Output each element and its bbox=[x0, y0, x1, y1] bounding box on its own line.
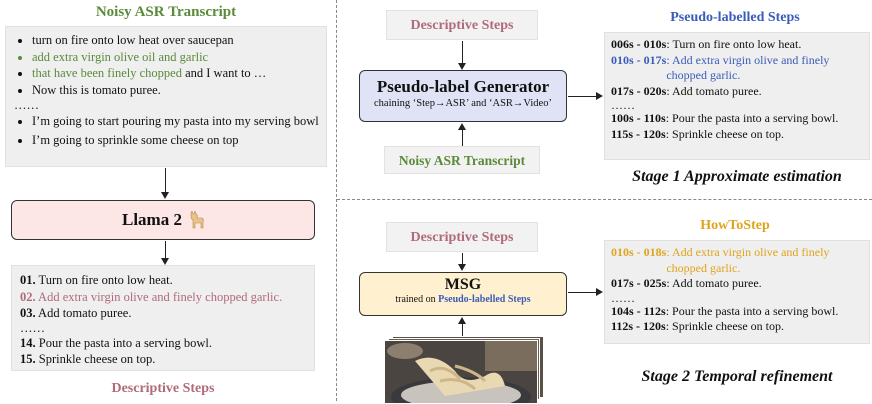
step-row: 01. Turn on fire onto low heat. bbox=[20, 273, 173, 287]
arrowhead bbox=[458, 63, 466, 70]
asr-list-tail: I’m going to start pouring my pasta into… bbox=[12, 113, 320, 148]
arrow-asr-to-generator bbox=[462, 126, 463, 146]
arrowhead bbox=[458, 317, 466, 324]
asr-item: I’m going to start pouring my pasta into… bbox=[32, 113, 320, 130]
arrowhead bbox=[458, 264, 466, 271]
step-ellipsis: …… bbox=[20, 320, 45, 335]
msg-subtitle: trained on Pseudo-labelled Steps bbox=[395, 294, 531, 305]
horizontal-divider bbox=[337, 199, 872, 200]
video-frame-image bbox=[384, 340, 538, 404]
asr-transcript-box: turn on fire onto low heat over saucepan… bbox=[5, 26, 327, 167]
arrowhead bbox=[458, 123, 466, 130]
stage2-caption: Stage 2 Temporal refinement bbox=[641, 368, 833, 385]
asr-list: turn on fire onto low heat over saucepan… bbox=[12, 32, 320, 98]
pseudo-row: 115s - 120s: Sprinkle cheese on top. bbox=[611, 126, 784, 141]
arrow-llama-to-steps bbox=[165, 241, 166, 261]
pseudo-row: 010s - 017s: Add extra virgin olive and … bbox=[611, 52, 830, 83]
stage1-asr-label: Noisy ASR Transcript bbox=[384, 146, 540, 174]
arrowhead bbox=[161, 192, 169, 199]
stage1-caption: Stage 1 Approximate estimation bbox=[632, 168, 842, 185]
howtostep-ellipsis: …… bbox=[611, 290, 635, 305]
step-row: 03. Add tomato puree. bbox=[20, 306, 132, 320]
arrowhead bbox=[161, 258, 169, 265]
howtostep-row: 112s - 120s: Sprinkle cheese on top. bbox=[611, 319, 784, 333]
descriptive-steps-box: 01. Turn on fire onto low heat. 02. Add … bbox=[11, 265, 315, 371]
pseudo-labelled-title: Pseudo-labelled Steps bbox=[670, 10, 800, 25]
llama-label: Llama 2 bbox=[122, 210, 182, 229]
asr-item: add extra virgin olive oil and garlic bbox=[32, 49, 320, 66]
howtostep-box: 010s - 018s: Add extra virgin olive and … bbox=[604, 240, 870, 344]
generator-subtitle: chaining ‘Step→ASR’ and ‘ASR→Video’ bbox=[374, 98, 552, 109]
arrow-asr-to-llama bbox=[165, 168, 166, 194]
howtostep-row: 017s - 025s: Add tomato puree. bbox=[611, 276, 762, 290]
howtostep-row: 010s - 018s: Add extra virgin olive and … bbox=[611, 245, 830, 275]
stage1-desc-steps-label: Descriptive Steps bbox=[386, 10, 538, 40]
pseudo-labelled-box: 006s - 010s: Turn on fire onto low heat.… bbox=[604, 32, 870, 160]
arrow-generator-to-results bbox=[568, 96, 598, 97]
pseudo-row: 006s - 010s: Turn on fire onto low heat. bbox=[611, 37, 802, 51]
asr-item: I’m going to sprinkle some cheese on top bbox=[32, 132, 320, 149]
video-frames bbox=[384, 336, 544, 404]
vertical-divider bbox=[336, 0, 337, 401]
msg-title: MSG bbox=[444, 276, 482, 293]
asr-item: turn on fire onto low heat over saucepan bbox=[32, 32, 320, 49]
pseudo-ellipsis: …… bbox=[611, 98, 635, 112]
pseudo-row: 017s - 020s: Add tomato puree. bbox=[611, 83, 762, 98]
asr-title: Noisy ASR Transcript bbox=[95, 4, 237, 20]
step-row: 02. Add extra virgin olive and finely ch… bbox=[20, 289, 283, 304]
descriptive-steps-caption: Descriptive Steps bbox=[111, 381, 215, 396]
asr-ellipsis: …… bbox=[14, 98, 39, 112]
asr-item: that have been finely chopped and I want… bbox=[32, 65, 320, 82]
howtostep-row: 104s - 112s: Pour the pasta into a servi… bbox=[611, 303, 839, 318]
arrowhead bbox=[596, 288, 603, 296]
msg-box: MSG trained on Pseudo-labelled Steps bbox=[359, 272, 567, 316]
llama-box: Llama 2 bbox=[11, 200, 315, 240]
pseudo-row: 100s - 110s: Pour the pasta into a servi… bbox=[611, 111, 839, 125]
arrow-msg-to-results bbox=[568, 292, 598, 293]
arrow-desc-to-generator bbox=[462, 41, 463, 65]
stage2-desc-steps-label: Descriptive Steps bbox=[386, 222, 538, 252]
arrow-video-to-msg bbox=[462, 320, 463, 338]
step-row: 14. Pour the pasta into a serving bowl. bbox=[20, 335, 212, 350]
howtostep-title: HowToStep bbox=[700, 218, 770, 233]
generator-title: Pseudo-label Generator bbox=[376, 77, 550, 96]
arrow-desc-to-msg bbox=[462, 253, 463, 267]
asr-item: Now this is tomato puree. bbox=[32, 82, 320, 99]
llama-icon bbox=[188, 210, 204, 229]
pseudo-label-generator-box: Pseudo-label Generator chaining ‘Step→AS… bbox=[359, 70, 567, 122]
arrowhead bbox=[596, 92, 603, 100]
step-row: 15. Sprinkle cheese on top. bbox=[20, 352, 156, 366]
